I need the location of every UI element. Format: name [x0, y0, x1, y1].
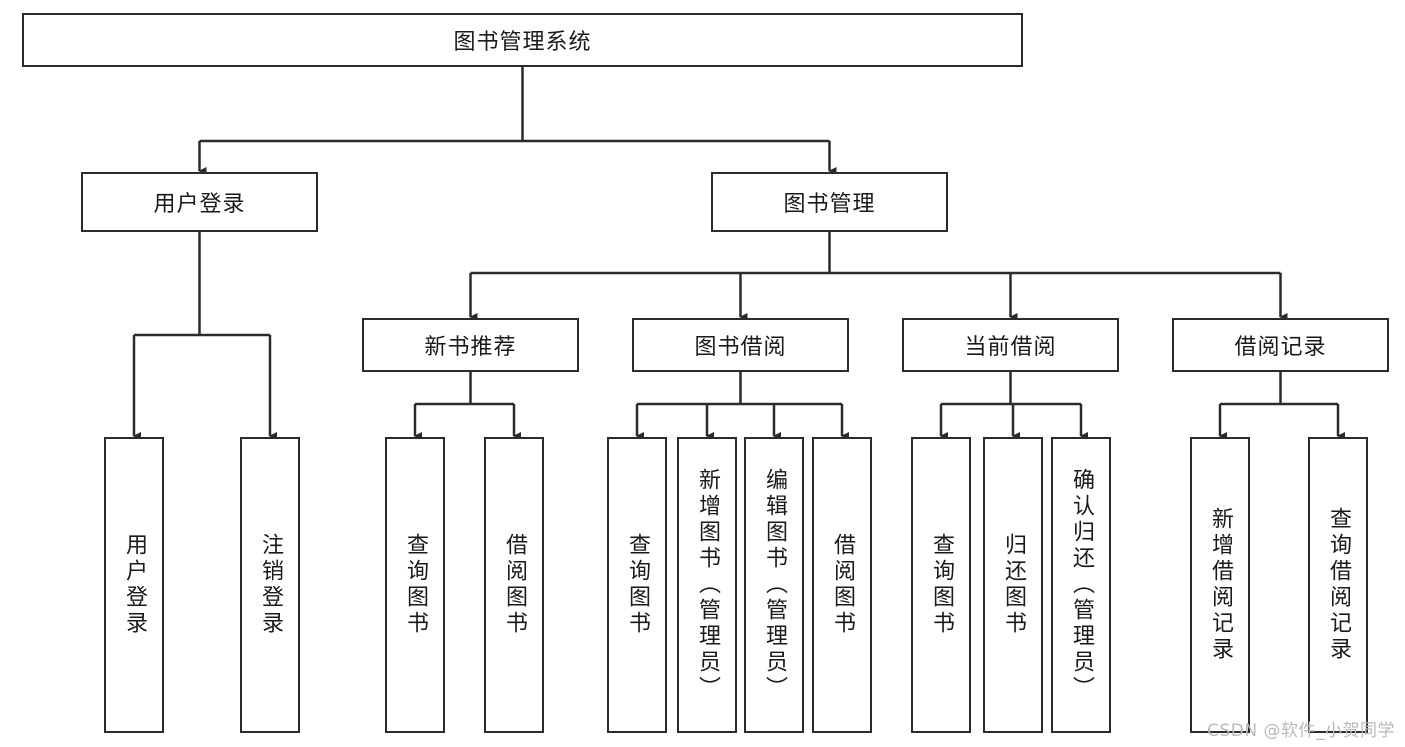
- node-label: 图书借阅: [694, 335, 787, 360]
- node-root-system[interactable]: 图书管理系统: [22, 13, 1023, 67]
- node-label: 借阅图书: [502, 533, 527, 637]
- leaf-borrow-books-recommend[interactable]: 借阅图书: [484, 437, 544, 733]
- connector-lines: [132, 67, 1346, 441]
- leaf-query-books-current[interactable]: 查询图书: [911, 437, 971, 733]
- node-label: 确认归还（管理员）: [1069, 468, 1094, 702]
- node-label: 归还图书: [1001, 533, 1026, 637]
- leaf-add-book-admin[interactable]: 新增图书（管理员）: [677, 437, 737, 733]
- leaf-return-books[interactable]: 归还图书: [983, 437, 1043, 733]
- leaf-query-books-recommend[interactable]: 查询图书: [385, 437, 445, 733]
- leaf-edit-book-admin[interactable]: 编辑图书（管理员）: [744, 437, 804, 733]
- node-current-borrow[interactable]: 当前借阅: [902, 318, 1119, 372]
- node-label: 注销登录: [258, 533, 283, 637]
- node-label: 查询图书: [403, 533, 428, 637]
- leaf-user-login[interactable]: 用户登录: [104, 437, 164, 733]
- node-user-login[interactable]: 用户登录: [81, 172, 318, 232]
- leaf-add-borrow-record[interactable]: 新增借阅记录: [1190, 437, 1250, 733]
- node-label: 图书管理系统: [453, 30, 592, 55]
- node-label: 新增图书（管理员）: [695, 468, 720, 702]
- node-label: 借阅记录: [1234, 335, 1327, 360]
- leaf-confirm-return-admin[interactable]: 确认归还（管理员）: [1051, 437, 1111, 733]
- node-label: 查询图书: [929, 533, 954, 637]
- node-label: 编辑图书（管理员）: [762, 468, 787, 702]
- node-borrow-record[interactable]: 借阅记录: [1172, 318, 1389, 372]
- leaf-query-borrow-record[interactable]: 查询借阅记录: [1308, 437, 1368, 733]
- node-label: 用户登录: [122, 533, 147, 637]
- node-label: 新书推荐: [424, 335, 517, 360]
- node-label: 新增借阅记录: [1208, 507, 1233, 663]
- node-label: 查询图书: [625, 533, 650, 637]
- leaf-query-books-borrow[interactable]: 查询图书: [607, 437, 667, 733]
- node-book-management[interactable]: 图书管理: [711, 172, 948, 232]
- node-label: 借阅图书: [830, 533, 855, 637]
- node-label: 当前借阅: [964, 335, 1057, 360]
- node-new-book-recommend[interactable]: 新书推荐: [362, 318, 579, 372]
- node-label: 查询借阅记录: [1326, 507, 1351, 663]
- node-label: 图书管理: [783, 192, 876, 217]
- leaf-borrow-books[interactable]: 借阅图书: [812, 437, 872, 733]
- leaf-logout-login[interactable]: 注销登录: [240, 437, 300, 733]
- node-label: 用户登录: [153, 192, 246, 217]
- node-book-borrow[interactable]: 图书借阅: [632, 318, 849, 372]
